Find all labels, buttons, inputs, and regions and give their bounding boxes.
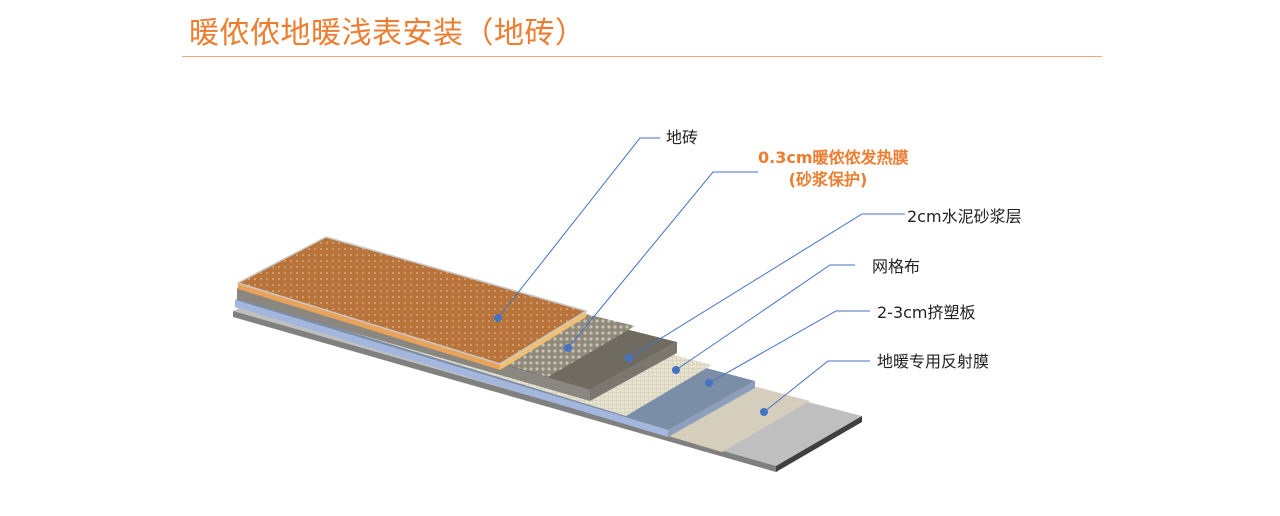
label-heating-film: 0.3cm暖侬侬发热膜 (砂浆保护) — [758, 147, 909, 191]
label-heating-film-line2: (砂浆保护) — [788, 170, 868, 189]
leader-tile — [497, 137, 660, 319]
leader-mortar — [628, 213, 905, 359]
leader-mesh — [675, 264, 855, 371]
leader-lines — [497, 137, 905, 413]
label-mesh: 网格布 — [872, 257, 921, 276]
tile-layer — [236, 236, 588, 370]
label-reflective: 地暖专用反射膜 — [877, 352, 990, 371]
page-title: 暖侬侬地暖浅表安装（地砖） — [189, 16, 586, 51]
leader-heating-film — [567, 171, 758, 349]
label-mortar: 2cm水泥砂浆层 — [907, 207, 1022, 226]
label-xps: 2-3cm挤塑板 — [877, 303, 976, 322]
leader-xps — [708, 310, 870, 384]
label-heating-film-line1: 0.3cm暖侬侬发热膜 — [758, 148, 909, 167]
label-tile: 地砖 — [666, 128, 699, 147]
leader-reflective — [763, 360, 870, 413]
title-divider — [182, 56, 1102, 57]
leader-dots — [494, 314, 768, 416]
